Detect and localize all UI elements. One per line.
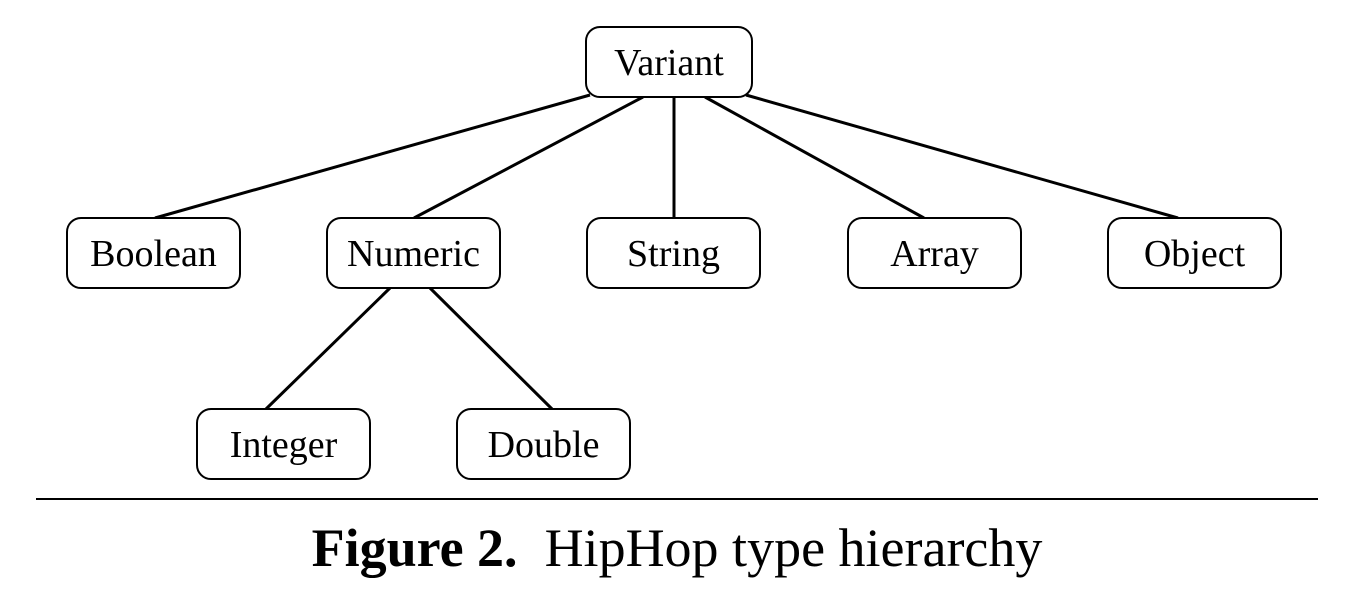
node-double: Double (456, 408, 631, 480)
edge-variant-numeric (413, 95, 644, 220)
caption-label: Figure 2. (311, 518, 518, 578)
node-numeric: Numeric (326, 217, 501, 289)
caption-divider (36, 498, 1318, 500)
node-box-numeric (326, 217, 501, 289)
node-box-integer (196, 408, 371, 480)
node-variant: Variant (585, 26, 753, 98)
node-boolean: Boolean (66, 217, 241, 289)
edge-variant-object (745, 93, 1179, 220)
node-integer: Integer (196, 408, 371, 480)
node-box-string (586, 217, 761, 289)
figure-caption: Figure 2. HipHop type hierarchy (0, 508, 1354, 588)
node-label-string: String (627, 233, 720, 275)
node-label-boolean: Boolean (90, 233, 217, 275)
node-box-array (847, 217, 1022, 289)
node-box-variant (585, 26, 753, 98)
edge-variant-boolean (154, 93, 591, 220)
node-object: Object (1107, 217, 1282, 289)
edge-variant-array (704, 95, 925, 220)
caption-text: HipHop type hierarchy (544, 518, 1043, 578)
node-label-double: Double (488, 424, 600, 466)
node-box-object (1107, 217, 1282, 289)
node-box-double (456, 408, 631, 480)
node-label-numeric: Numeric (347, 233, 480, 275)
node-array: Array (847, 217, 1022, 289)
node-box-boolean (66, 217, 241, 289)
node-label-object: Object (1144, 233, 1246, 275)
edges-layer (154, 93, 1179, 411)
node-label-array: Array (890, 233, 979, 275)
edge-numeric-double (428, 286, 554, 411)
node-label-integer: Integer (230, 424, 338, 466)
node-string: String (586, 217, 761, 289)
node-label-variant: Variant (614, 42, 724, 84)
edge-numeric-integer (264, 286, 392, 411)
